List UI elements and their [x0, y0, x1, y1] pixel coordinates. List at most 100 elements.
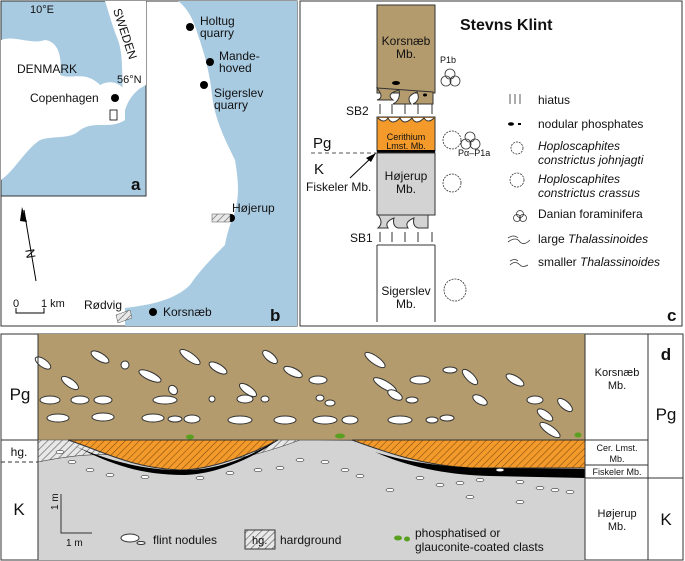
- svg-text:hg.: hg.: [252, 535, 267, 547]
- flint-nodule: [195, 476, 205, 480]
- flint-nodule: [91, 412, 115, 422]
- svg-text:DENMARK: DENMARK: [17, 62, 77, 76]
- flint-nodule: [505, 373, 525, 387]
- flint-nodule: [141, 413, 165, 423]
- flint-nodule: [283, 365, 303, 379]
- svg-text:Mb.: Mb.: [609, 454, 624, 464]
- flint-nodule: [179, 348, 201, 366]
- legend-item: hiatus: [538, 93, 570, 107]
- panel-title: Stevns Klint: [460, 17, 553, 34]
- legend-item: Danian foraminifera: [538, 207, 643, 221]
- legend-item: nodular phosphates: [538, 117, 643, 131]
- flint-nodule: [225, 471, 235, 475]
- site-label: hoved: [219, 61, 252, 75]
- svg-text:1 m: 1 m: [50, 493, 61, 510]
- flint-nodule: [461, 368, 479, 386]
- flint-nodule: [236, 394, 254, 404]
- svg-text:hardground: hardground: [280, 533, 341, 547]
- legend-item: Hoploscaphites: [538, 172, 620, 186]
- svg-text:glauconite-coated clasts: glauconite-coated clasts: [415, 540, 544, 554]
- flint-nodule: [442, 366, 458, 374]
- flint-nodule: [253, 468, 263, 472]
- svg-text:K: K: [660, 510, 672, 529]
- svg-text:Fiskeler Mb.: Fiskeler Mb.: [306, 180, 371, 194]
- flint-nodule: [93, 395, 113, 405]
- flint-nodules: [34, 348, 575, 504]
- panel-d-cross-section: Pg hg. K Korsnæb Mb. Cer. Lmst. Mb. Fisk…: [0, 333, 684, 561]
- panel-label: d: [661, 345, 671, 364]
- site-label: Sigerslev: [214, 86, 263, 100]
- svg-text:Mb.: Mb.: [396, 47, 416, 61]
- flint-nodule: [273, 415, 297, 425]
- flint-nodule: [324, 399, 336, 407]
- site-label: quarry: [214, 98, 248, 112]
- svg-text:56°N: 56°N: [117, 74, 142, 86]
- svg-text:SB2: SB2: [346, 104, 369, 118]
- svg-text:Fiskeler Mb.: Fiskeler Mb.: [592, 467, 641, 477]
- panel-a-inset-map: 10°E 56°N DENMARK SWEDEN Copenhagen a: [0, 0, 147, 197]
- flint-nodule: [34, 356, 52, 370]
- flint-nodule: [535, 486, 545, 490]
- svg-text:Korsnæb: Korsnæb: [382, 34, 431, 48]
- flint-nodule: [495, 468, 505, 472]
- flint-nodule: [60, 375, 80, 391]
- svg-text:SB1: SB1: [350, 231, 373, 245]
- flint-nodule: [90, 350, 110, 364]
- flint-nodule: [39, 395, 61, 405]
- flint-nodule: [227, 415, 253, 425]
- flint-nodule: [105, 473, 115, 477]
- legend-item: constrictus crassus: [538, 186, 640, 200]
- flint-nodule: [70, 395, 90, 405]
- legend-item: smaller Thalassinoides: [538, 255, 660, 269]
- flint-nodule: [557, 397, 573, 413]
- svg-text:Mb.: Mb.: [396, 182, 416, 196]
- flint-nodule: [515, 500, 525, 504]
- flint-nodule: [387, 415, 413, 425]
- flint-nodule: [275, 466, 285, 470]
- svg-text:Mb.: Mb.: [608, 380, 626, 392]
- flint-nodule: [405, 396, 419, 404]
- svg-text:N: N: [22, 248, 38, 260]
- svg-text:1 m: 1 m: [66, 538, 83, 549]
- flint-nodule: [472, 394, 488, 406]
- panel-label: b: [270, 306, 280, 325]
- clast: [574, 432, 582, 438]
- svg-text:Pg: Pg: [656, 405, 677, 424]
- svg-text:Lmst. Mb.: Lmst. Mb.: [386, 141, 426, 151]
- flint-nodule: [168, 384, 178, 396]
- flint-nodule: [295, 458, 305, 462]
- svg-text:10°E: 10°E: [30, 4, 54, 16]
- site-label: quarry: [200, 26, 234, 40]
- flint-nodule: [138, 369, 162, 383]
- flint-nodule: [340, 468, 350, 472]
- flint-nodule: [341, 415, 359, 425]
- svg-text:Pα–P1a: Pα–P1a: [458, 148, 490, 158]
- flint-nodule: [515, 480, 525, 484]
- fossil-icons: [440, 68, 531, 302]
- clast: [186, 434, 194, 440]
- svg-text:Pg: Pg: [313, 135, 331, 152]
- legend-item: Hoploscaphites: [538, 139, 620, 153]
- legend-item: large Thalassinoides: [538, 232, 648, 246]
- flint-nodule: [208, 361, 228, 375]
- site-label: Mande-: [219, 49, 260, 63]
- flint-nodule: [120, 360, 130, 370]
- flint-nodule: [364, 351, 386, 369]
- svg-text:Mb.: Mb.: [608, 521, 626, 533]
- north-arrow-icon: N: [20, 207, 39, 282]
- legend-c: hiatus nodular phosphates Hoploscaphites…: [538, 93, 660, 269]
- svg-text:K: K: [13, 500, 25, 519]
- flint-nodule: [565, 490, 575, 494]
- svg-text:Sigerslev: Sigerslev: [381, 284, 430, 298]
- flint-nodule: [260, 395, 270, 403]
- flint-nodule: [152, 395, 178, 405]
- svg-text:Copenhagen: Copenhagen: [30, 91, 99, 105]
- site-label: Korsnæb: [163, 305, 212, 319]
- svg-text:P1b: P1b: [440, 55, 456, 65]
- site-label: Højerup: [232, 201, 275, 215]
- flint-nodule: [435, 483, 445, 487]
- svg-text:0: 0: [13, 298, 19, 310]
- flint-nodule: [46, 413, 70, 423]
- flint-nodule: [387, 389, 403, 401]
